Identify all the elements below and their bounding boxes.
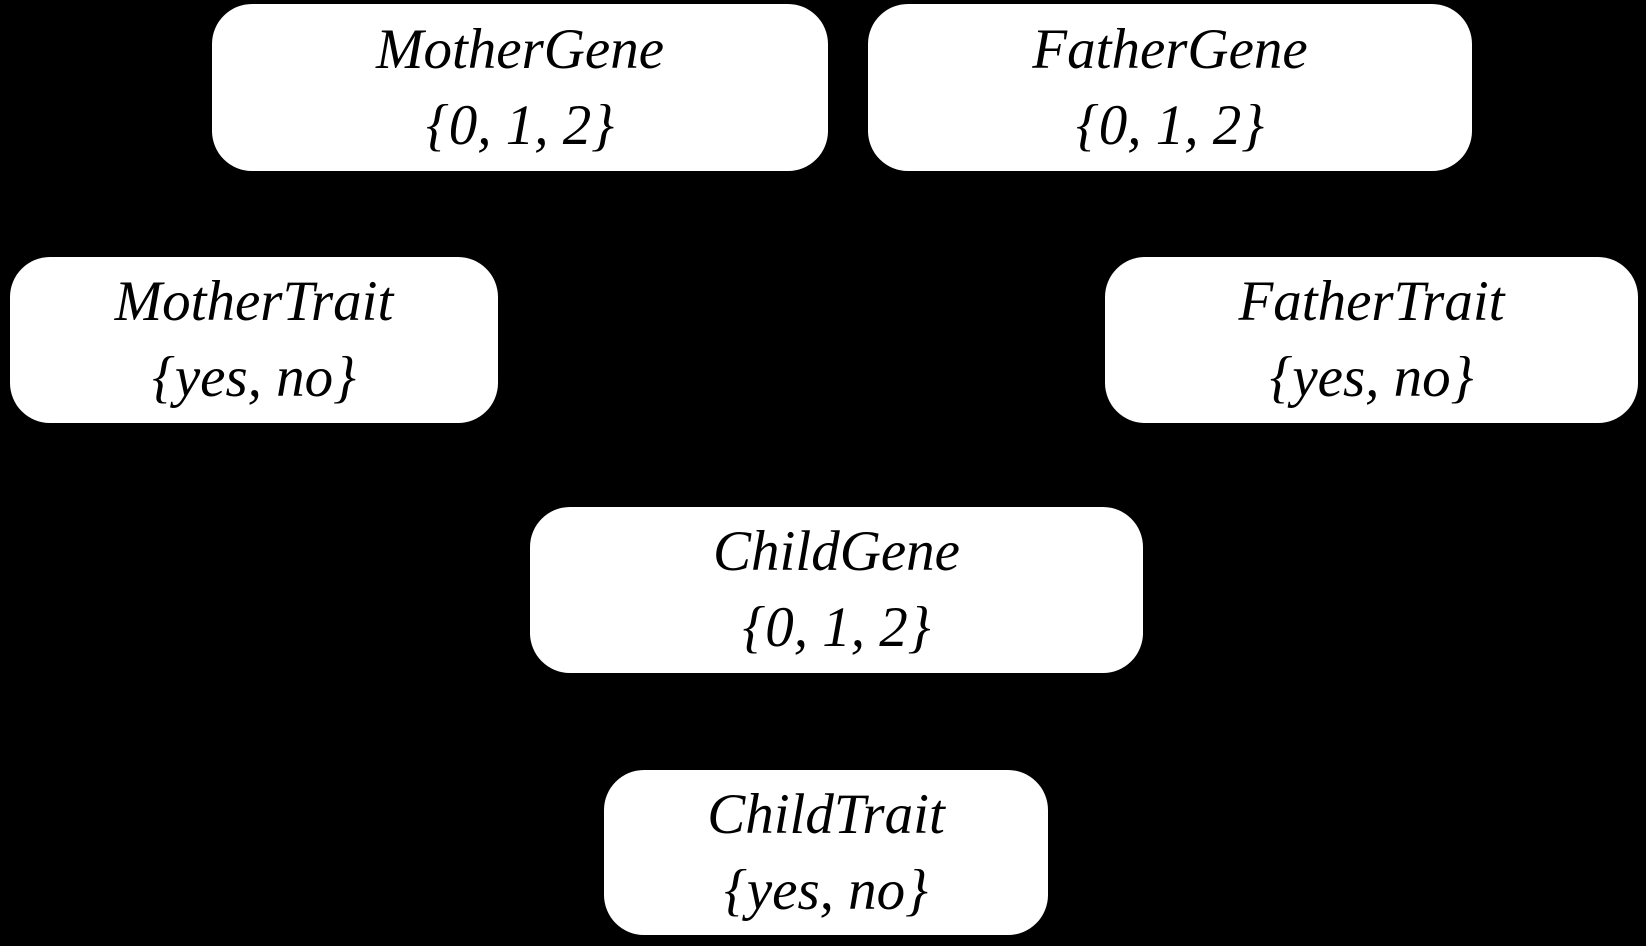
node-domain-values: {0, 1, 2}: [425, 93, 615, 157]
node-domain-values: {yes, no}: [152, 346, 356, 409]
node-label: FatherTrait: [1238, 270, 1505, 334]
node-label: FatherGene: [1032, 17, 1308, 81]
node-mother-trait: MotherTrait {yes, no}: [10, 257, 498, 423]
node-child-trait: ChildTrait {yes, no}: [604, 770, 1048, 935]
node-label: MotherTrait: [114, 270, 394, 334]
node-mother-gene: MotherGene {0, 1, 2}: [212, 4, 828, 171]
node-label: MotherGene: [375, 17, 665, 81]
node-father-trait: FatherTrait {yes, no}: [1105, 257, 1638, 423]
node-label: ChildTrait: [707, 782, 945, 846]
node-domain-values: {0, 1, 2}: [1075, 93, 1265, 157]
node-domain-values: {0, 1, 2}: [742, 596, 931, 659]
node-domain-values: {yes, no}: [1269, 346, 1474, 409]
node-domain-values: {yes, no}: [724, 858, 928, 922]
node-child-gene: ChildGene {0, 1, 2}: [530, 507, 1143, 673]
node-father-gene: FatherGene {0, 1, 2}: [868, 4, 1472, 171]
node-label: ChildGene: [713, 520, 960, 584]
